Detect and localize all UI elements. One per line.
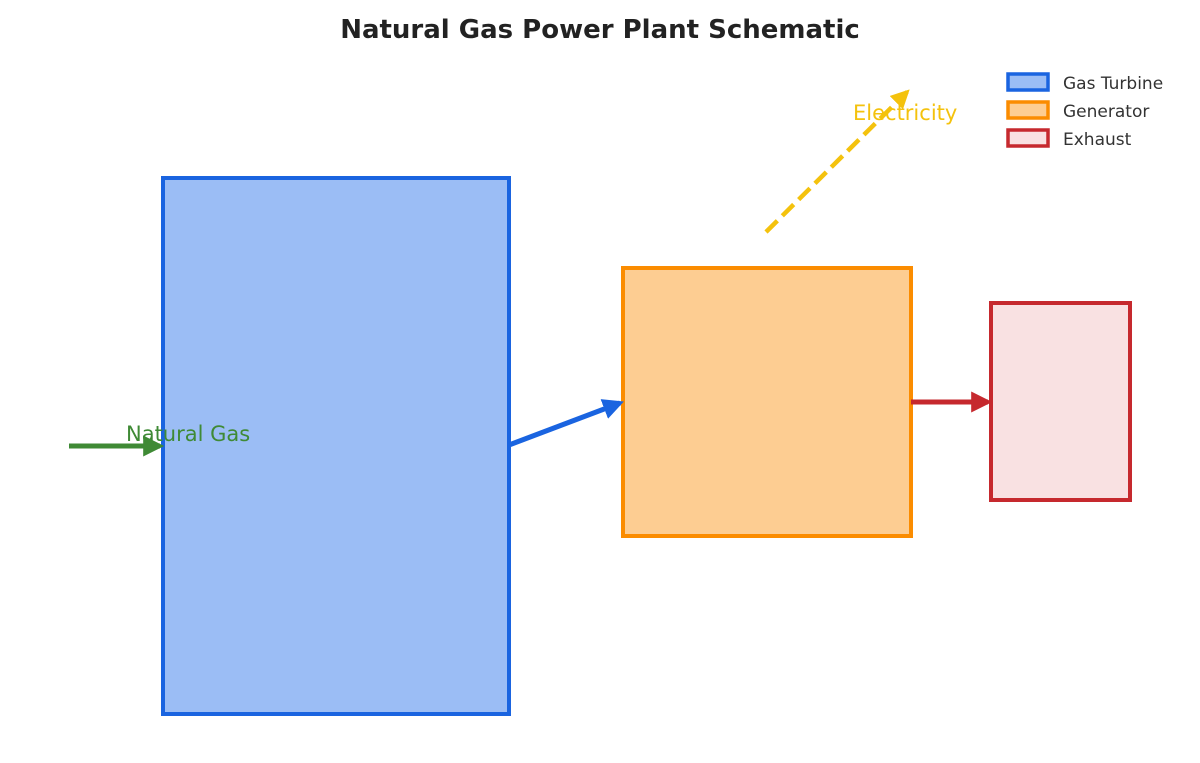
legend-label-exhaust: Exhaust (1063, 130, 1132, 150)
gas-turbine-block (161, 176, 511, 716)
legend-label-gas-turbine: Gas Turbine (1063, 74, 1163, 94)
electricity-arrow (764, 89, 910, 234)
diagram-title: Natural Gas Power Plant Schematic (340, 15, 860, 45)
electricity-label: Electricity (853, 101, 957, 125)
natural-gas-label: Natural Gas (126, 422, 250, 446)
exhaust-block (989, 301, 1132, 502)
turbine-to-generator-arrow (508, 399, 624, 448)
legend-swatch-gas-turbine (1006, 72, 1050, 92)
legend-label-generator: Generator (1063, 102, 1149, 122)
generator-block (621, 266, 913, 538)
legend: Gas Turbine Generator Exhaust (1006, 72, 1163, 150)
legend-swatch-generator (1006, 100, 1050, 120)
legend-swatch-exhaust (1006, 128, 1050, 148)
